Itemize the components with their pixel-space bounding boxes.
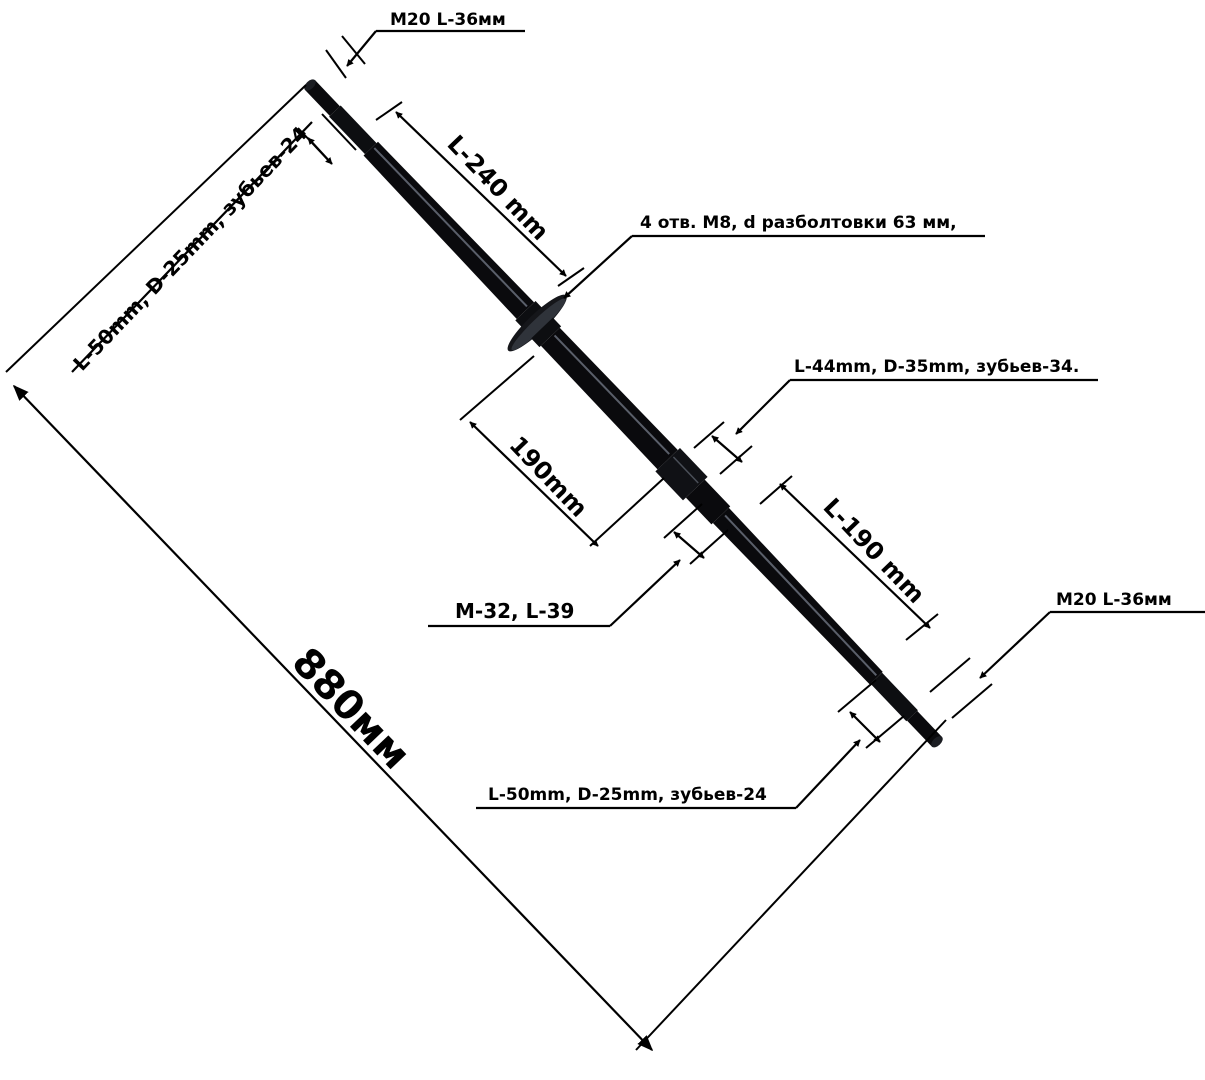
label-mid-spline: L-44mm, D-35mm, зубьев-34. [794, 357, 1079, 377]
callout-mid-thread: M-32, L-39 [428, 503, 729, 628]
shaft-mid-spline [655, 447, 708, 501]
label-flange-holes: 4 отв. M8, d разболтовки 63 мм, [640, 213, 957, 233]
callout-mid-spline: L-44mm, D-35mm, зубьев-34. [693, 357, 1098, 475]
label-bottom-thread: M20 L-36мм [1056, 590, 1172, 610]
shaft-bottom-spline [870, 672, 918, 722]
shaft-top-spline [329, 105, 377, 155]
callout-190-right: L-190 mm [759, 475, 939, 641]
label-bottom-spline: L-50mm, D-25mm, зубьев-24 [488, 785, 767, 805]
callout-top-thread: M20 L-36мм [325, 10, 525, 79]
callout-bottom-spline: L-50mm, D-25mm, зубьев-24 [476, 679, 905, 810]
shaft-bottom-thread [907, 710, 943, 747]
shaft-upper-section [363, 141, 535, 319]
callout-top-spline: L-50mm, D-25mm, зубьев-24 [68, 113, 357, 376]
shaft-top-tip [304, 79, 316, 91]
label-left-section: 190mm [504, 431, 593, 523]
shaft-mid-thread [685, 479, 731, 525]
label-mid-thread: M-32, L-39 [455, 599, 574, 623]
label-total-length: 880мм [283, 639, 419, 778]
label-right-section: L-190 mm [818, 493, 931, 609]
callout-190-left: 190mm [459, 355, 665, 547]
shaft-upper-highlight [373, 147, 528, 308]
label-top-spline: L-50mm, D-25mm, зубьев-24 [68, 122, 312, 376]
label-top-thread: M20 L-36мм [390, 10, 506, 30]
callout-flange: 4 отв. M8, d разболтовки 63 мм, [563, 213, 985, 299]
shaft-top-thread [304, 80, 340, 116]
shaft-lower-highlight [553, 334, 670, 455]
shaft-lower-section [540, 327, 678, 470]
shaft-bottom-tip [931, 736, 943, 748]
flange [507, 294, 567, 352]
shaft [304, 79, 943, 748]
callout-bottom-thread: M20 L-36мм [929, 590, 1205, 719]
